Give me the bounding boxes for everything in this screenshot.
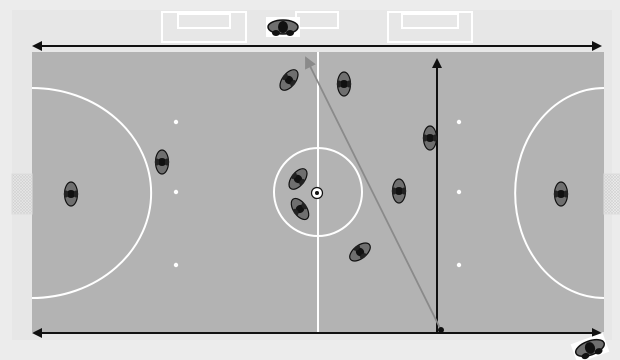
ball-icon (312, 188, 323, 199)
player-4 (337, 72, 351, 96)
mark-dot (457, 190, 461, 194)
player-8 (392, 179, 406, 203)
player-7 (423, 126, 437, 150)
arrow-origin-dot (438, 327, 444, 333)
player-top-outside (266, 17, 300, 37)
player-1 (64, 182, 78, 206)
right-goal-net (604, 174, 620, 214)
mark-dot (174, 190, 178, 194)
mark-dot (174, 120, 178, 124)
mark-dot (174, 263, 178, 267)
left-goal-net (12, 174, 32, 214)
mark-dot (457, 263, 461, 267)
mark-dot (457, 120, 461, 124)
player-2 (155, 150, 169, 174)
player-10 (554, 182, 568, 206)
